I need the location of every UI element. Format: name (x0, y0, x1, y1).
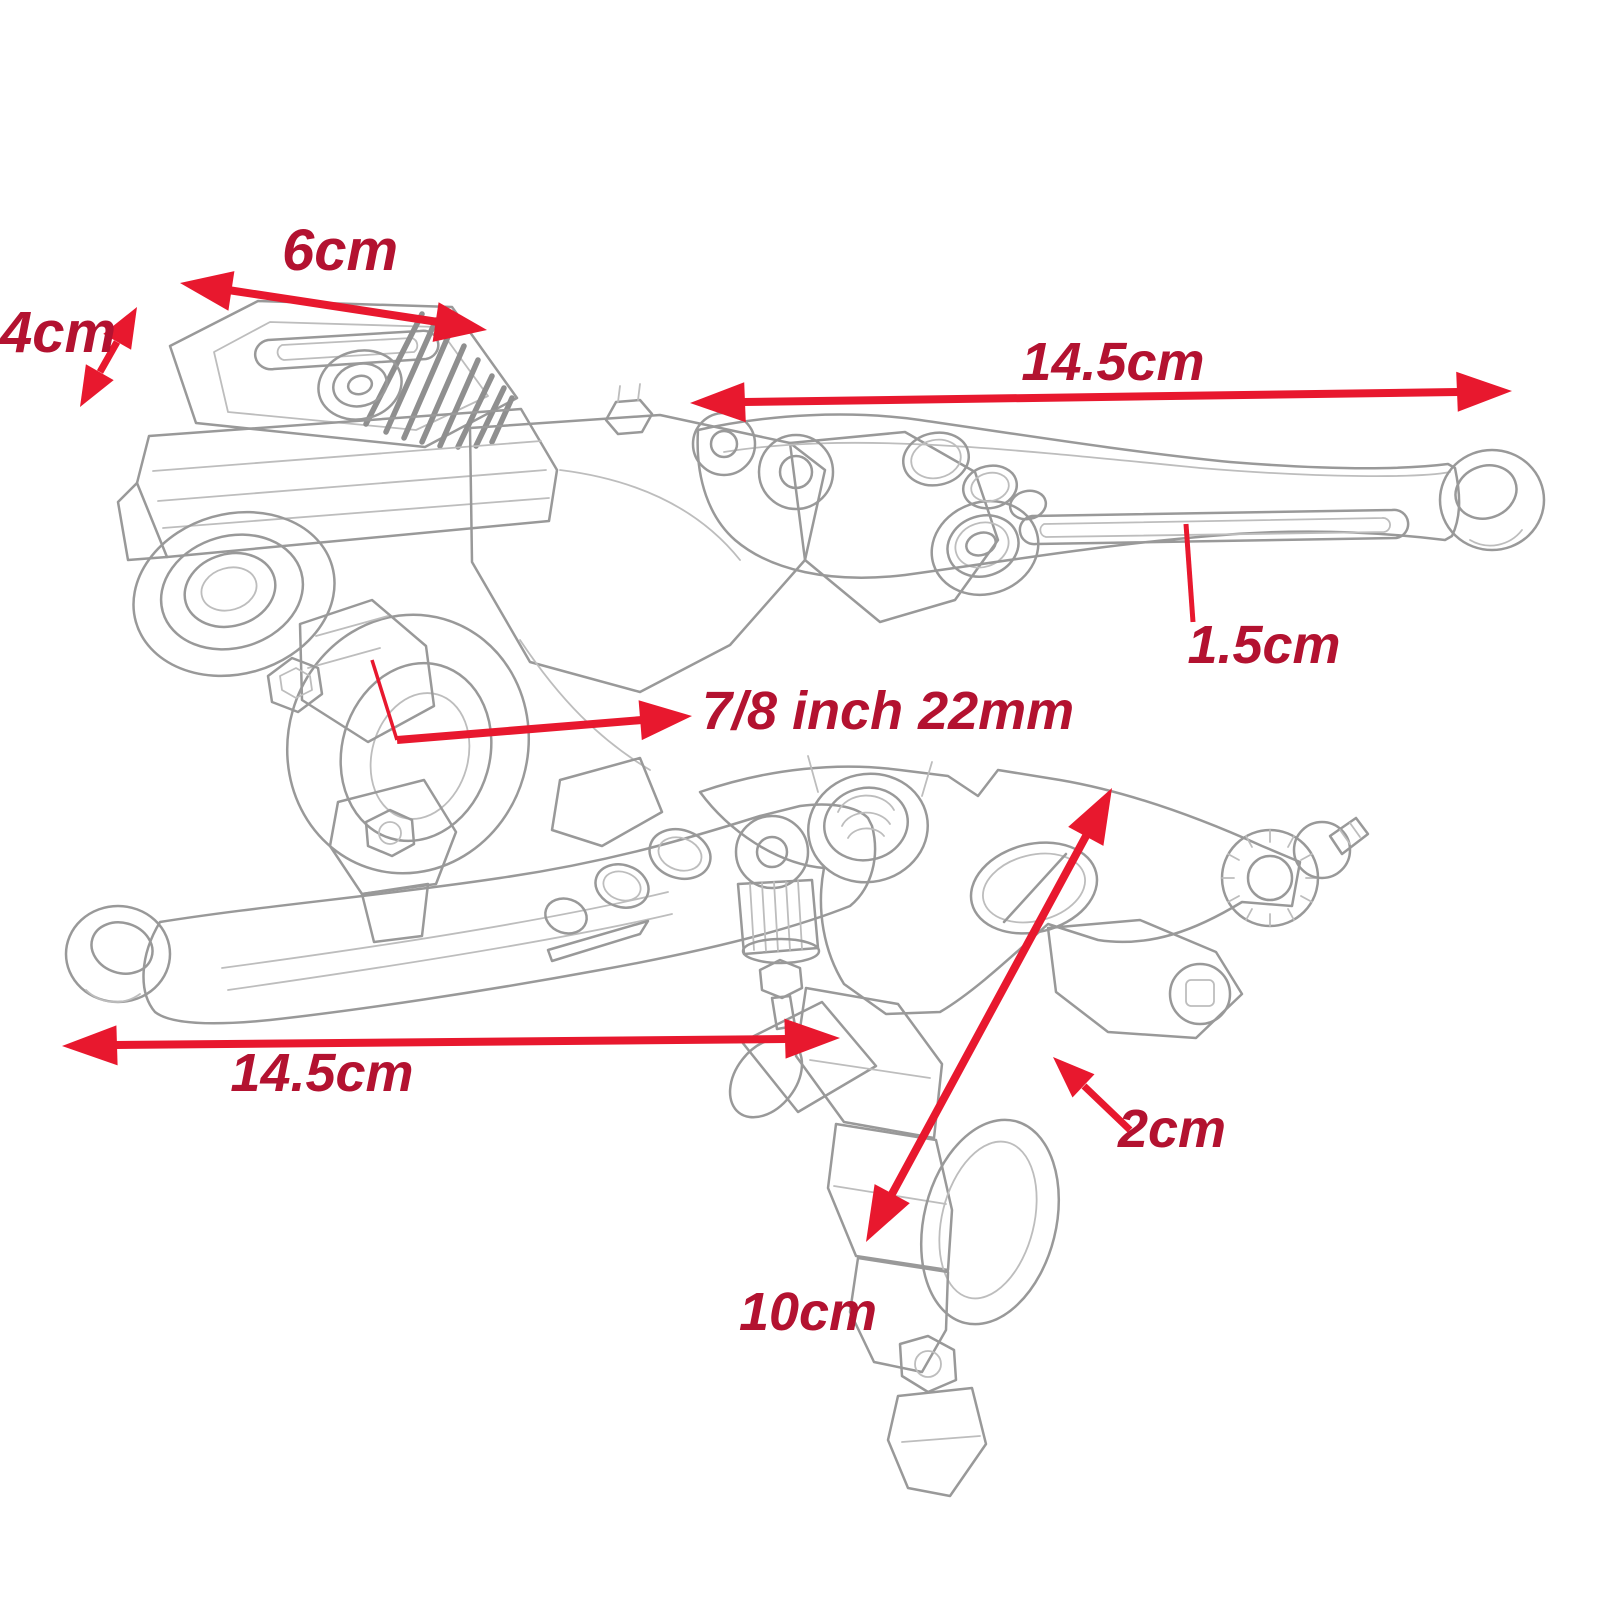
switch-pod (1046, 918, 1244, 1040)
label-10cm: 10cm (739, 1282, 877, 1342)
lid-hatching (363, 311, 515, 450)
handlebar-clamp-top (266, 598, 531, 944)
arrow-14-5cm-top (690, 371, 1512, 423)
master-cylinder-body (468, 383, 1040, 848)
label-7-8-inch: 7/8 inch 22mm (702, 681, 1074, 741)
label-2cm: 2cm (1117, 1099, 1226, 1159)
adjuster-holes-bottom (544, 827, 712, 935)
lever-ball-end-top (1438, 448, 1546, 552)
arrow-6cm (180, 271, 487, 342)
clamp-bolt-bottom (898, 1334, 958, 1394)
handlebar-clamp-bottom (728, 986, 1061, 1498)
sight-glass (132, 510, 336, 678)
label-1-5cm: 1.5cm (1187, 615, 1340, 675)
arrow-4cm (80, 307, 137, 407)
lever-blade-top (691, 411, 1546, 579)
lever-blade-bottom (64, 803, 877, 1025)
cable-adjuster-knob (1220, 816, 1370, 928)
arrow-2cm (1053, 1057, 1133, 1133)
brake-master-cylinder-sketch (116, 299, 1546, 944)
reservoir-cap-screw (317, 349, 403, 421)
clamp-bolt-upper (266, 656, 324, 714)
label-4cm: 4cm (0, 300, 116, 365)
dimension-annotations: 6cm 4cm 14.5cm 1.5cm 7/8 inch 22mm (0, 218, 1512, 1342)
label-14-5cm-top: 14.5cm (1021, 332, 1204, 392)
adjuster-holes-top (902, 431, 1048, 521)
arrow-7-8-inch (370, 659, 692, 744)
lever-ball-end-bottom (64, 904, 172, 1004)
hose-port-boss (930, 499, 1040, 597)
arrow-14-5cm-bottom (62, 1018, 840, 1066)
label-14-5cm-bottom: 14.5cm (230, 1043, 413, 1103)
perch-body (698, 755, 1370, 1040)
label-6cm: 6cm (282, 218, 398, 283)
pivot-hardware-bottom (734, 814, 821, 1031)
clamp-bolt-lower (364, 808, 416, 858)
arrow-10cm (866, 788, 1112, 1242)
mirror-mount-boss (806, 755, 933, 884)
clutch-lever-sketch (64, 755, 1370, 1498)
line-1-5cm (1183, 523, 1196, 623)
top-bolt (604, 383, 654, 436)
reservoir-lid (168, 299, 519, 450)
reservoir-body (116, 407, 559, 678)
